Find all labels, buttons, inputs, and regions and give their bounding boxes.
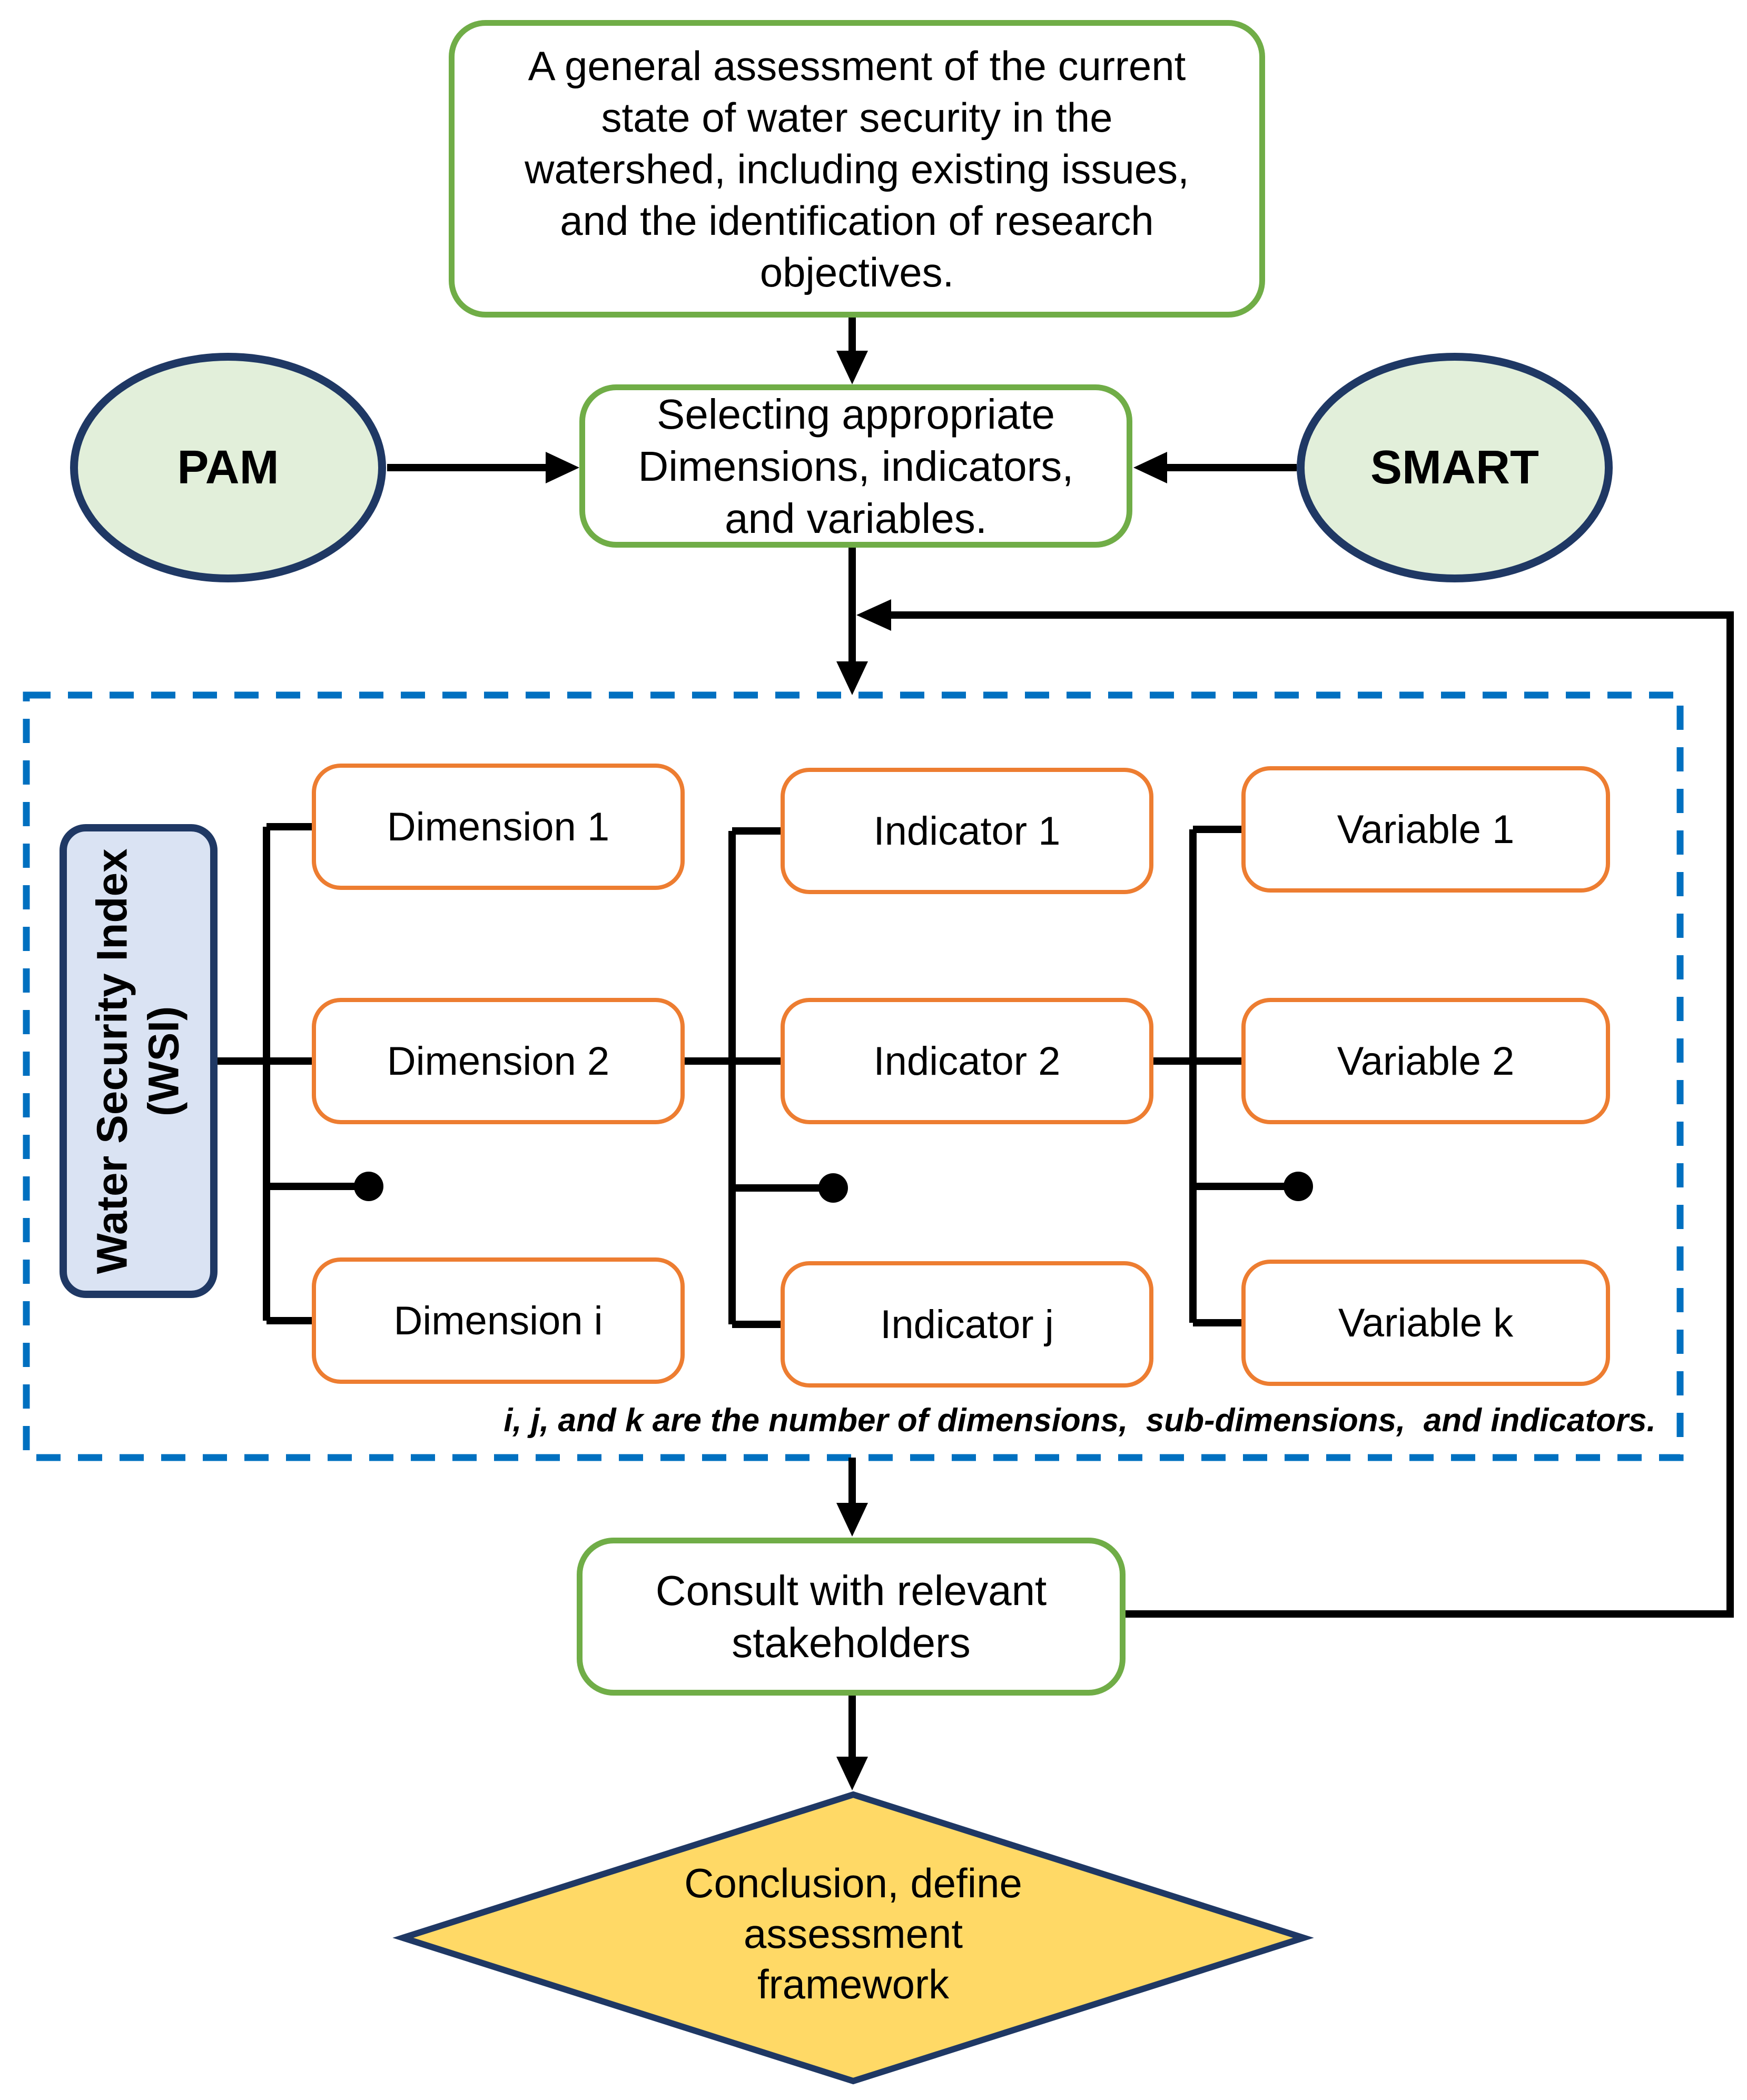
indicator-1-box: Indicator 1 bbox=[781, 768, 1153, 894]
indicator-j-label: Indicator j bbox=[880, 1302, 1054, 1347]
variable-2-label: Variable 2 bbox=[1337, 1038, 1515, 1084]
dimension-ellipsis-dot bbox=[354, 1172, 383, 1201]
dimension-i-box: Dimension i bbox=[312, 1257, 685, 1384]
assessment-box: A general assessment of the current stat… bbox=[449, 20, 1265, 318]
conclusion-label: Conclusion, define assessment framework bbox=[684, 1860, 1022, 2007]
indicator-2-label: Indicator 2 bbox=[873, 1038, 1061, 1084]
dimension-2-box: Dimension 2 bbox=[312, 998, 685, 1124]
assessment-text: A general assessment of the current stat… bbox=[525, 42, 1189, 295]
variable-1-label: Variable 1 bbox=[1337, 807, 1515, 852]
dimension-i-label: Dimension i bbox=[393, 1298, 603, 1343]
wsi-label: Water Security Index (WSI) bbox=[88, 848, 189, 1274]
indicator-j-box: Indicator j bbox=[781, 1261, 1153, 1388]
ijk-footnote: i, j, and k are the number of dimensions… bbox=[504, 1402, 1656, 1439]
selecting-box: Selecting appropriate Dimensions, indica… bbox=[579, 384, 1132, 548]
pam-ellipse: PAM bbox=[70, 353, 386, 582]
indicator-ellipsis-dot bbox=[818, 1173, 848, 1203]
smart-label: SMART bbox=[1370, 441, 1539, 494]
arrow-selecting-to-wsi-group bbox=[836, 548, 868, 695]
arrow-wsi-group-to-consult bbox=[836, 1458, 868, 1537]
dimension-1-box: Dimension 1 bbox=[312, 764, 685, 890]
arrow-pam-to-selecting bbox=[387, 452, 579, 483]
indicator-1-label: Indicator 1 bbox=[873, 808, 1061, 854]
arrow-assessment-to-selecting bbox=[836, 318, 868, 384]
dimension-2-label: Dimension 2 bbox=[387, 1038, 610, 1084]
selecting-text: Selecting appropriate Dimensions, indica… bbox=[638, 390, 1074, 542]
variable-k-box: Variable k bbox=[1241, 1260, 1610, 1386]
consult-text: Consult with relevant stakeholders bbox=[655, 1567, 1047, 1666]
smart-ellipse: SMART bbox=[1297, 353, 1613, 582]
dimension-1-label: Dimension 1 bbox=[387, 804, 610, 849]
variable-1-box: Variable 1 bbox=[1241, 766, 1610, 893]
arrow-smart-to-selecting bbox=[1133, 452, 1297, 483]
arrow-consult-to-conclusion bbox=[836, 1696, 868, 1790]
wsi-box: Water Security Index (WSI) bbox=[60, 824, 218, 1298]
variable-2-box: Variable 2 bbox=[1241, 998, 1610, 1124]
consult-box: Consult with relevant stakeholders bbox=[577, 1538, 1126, 1696]
variable-ellipsis-dot bbox=[1284, 1172, 1313, 1201]
pam-label: PAM bbox=[177, 441, 279, 494]
variable-k-label: Variable k bbox=[1338, 1300, 1514, 1345]
indicator-2-box: Indicator 2 bbox=[781, 998, 1153, 1124]
